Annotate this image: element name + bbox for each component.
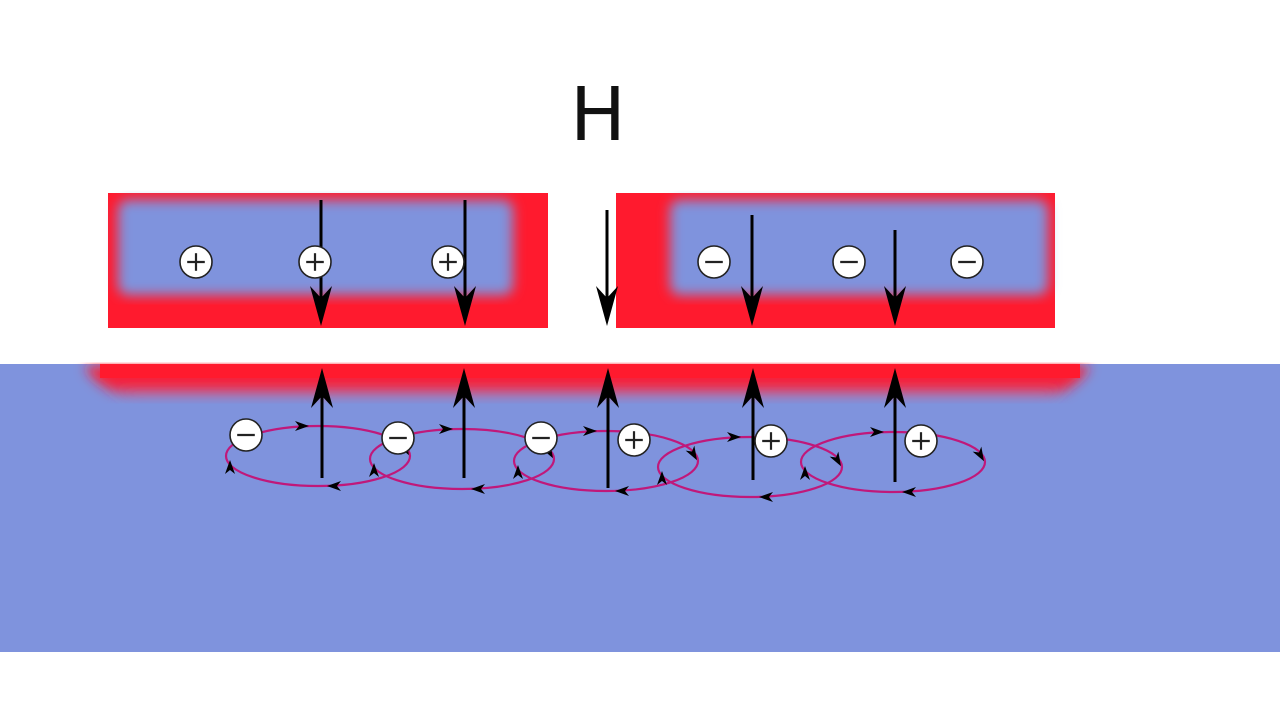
loop-arrowhead-icon [685,445,697,461]
positive-charge-icon [617,423,651,457]
negative-charge-icon [697,245,731,279]
negative-charge-icon [381,421,415,455]
loop-arrowhead-icon [583,426,597,436]
current-loop [656,435,844,499]
current-loops [224,421,987,502]
field-arrow-icon [742,368,764,480]
loop-arrowhead-icon [902,487,916,497]
negative-charge-icon [950,245,984,279]
loop-arrowhead-icon [727,432,741,442]
negative-charge-icon [832,245,866,279]
loop-arrowhead-icon [327,481,341,491]
current-loop [799,430,987,494]
positive-charge-icon [298,245,332,279]
positive-charge-icon [179,245,213,279]
loop-arrowhead-icon [225,460,235,474]
field-arrow-icon [454,200,476,326]
loop-arrowhead-icon [439,424,453,434]
field-arrow-icon [597,368,619,488]
loop-arrowhead-icon [657,471,667,485]
positive-charge-icon [431,245,465,279]
current-loop [368,427,556,491]
loop-arrowhead-icon [369,463,379,477]
loop-arrowhead-icon [800,466,810,480]
current-loop [224,424,412,488]
negative-charge-icon [229,418,263,452]
current-loop [512,429,700,493]
field-arrow-icon [453,368,475,478]
loop-arrowhead-icon [870,427,884,437]
field-arrow-icon [311,368,333,478]
field-arrow-icon [884,368,906,482]
field-label: H [570,72,626,158]
field-arrow-icon [596,210,618,326]
loop-arrowhead-icon [295,421,309,431]
field-arrow-icon [741,215,763,326]
loop-arrowhead-icon [759,492,773,502]
negative-charge-icon [524,421,558,455]
substrate-slab [0,364,1280,652]
loop-arrowhead-icon [829,451,841,467]
loop-arrowhead-icon [513,465,523,479]
loop-arrowhead-icon [972,446,984,462]
loop-arrowhead-icon [615,486,629,496]
left-plate-charges [179,245,465,279]
loop-arrowhead-icon [471,484,485,494]
field-arrows [310,200,906,488]
field-arrow-icon [884,230,906,326]
right-plate-charges [697,245,984,279]
positive-charge-icon [754,424,788,458]
substrate-charges [229,418,938,458]
positive-charge-icon [904,424,938,458]
substrate-induced-edge [100,364,1080,378]
